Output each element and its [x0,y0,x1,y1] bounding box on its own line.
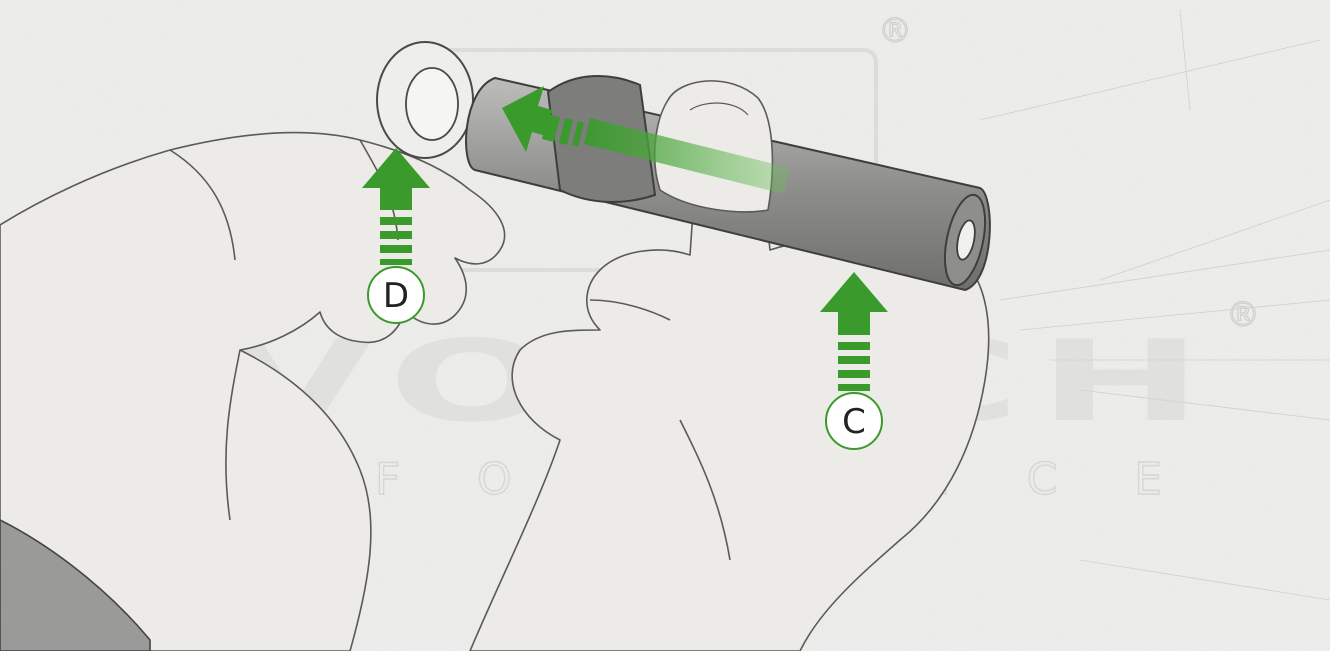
callout-d-badge: D [368,267,424,323]
callout-d-label: D [383,276,409,316]
registered-mark-upper: ® [878,11,912,51]
registered-mark-lower: ® [1226,295,1260,335]
callout-c-label: C [842,402,866,442]
callout-c-badge: C [826,393,882,449]
washer-ring [377,42,473,158]
